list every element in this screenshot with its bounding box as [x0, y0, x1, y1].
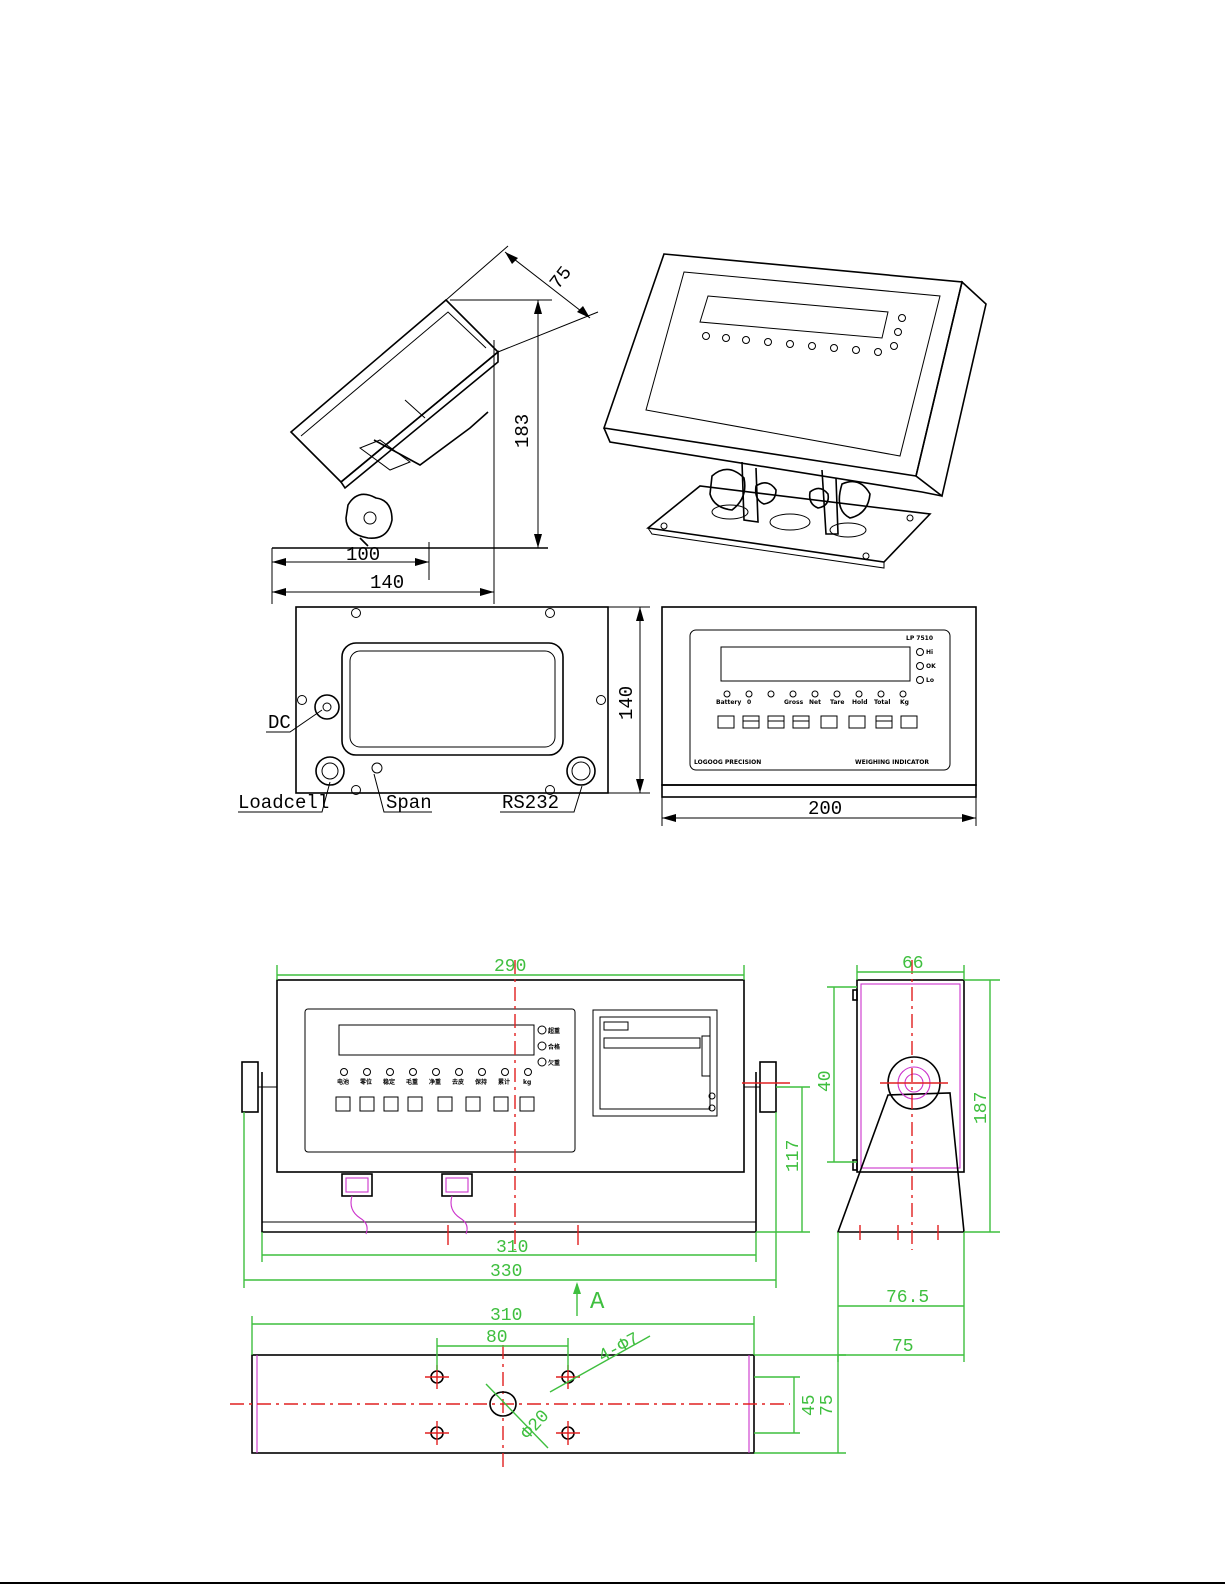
svg-text:Kg: Kg	[900, 699, 909, 706]
svg-text:Tare: Tare	[830, 699, 844, 706]
svg-text:稳定: 稳定	[383, 1078, 395, 1086]
svg-text:Battery: Battery	[716, 699, 741, 706]
side-dim-140: 140	[370, 572, 404, 594]
view-arrow-a: A	[590, 1289, 605, 1316]
front-brand-left: LOGOOG PRECISION	[694, 759, 761, 766]
base-dim-center: Φ20	[518, 1407, 555, 1444]
iso-leds	[703, 315, 906, 356]
svg-text:Hold: Hold	[852, 699, 868, 706]
svg-text:零位: 零位	[359, 1078, 372, 1086]
printer-dim-330: 330	[490, 1262, 522, 1282]
svg-text:Total: Total	[874, 699, 890, 706]
base-dim-holes: 4-Φ7	[595, 1329, 643, 1367]
front-dim-200: 200	[808, 798, 842, 820]
front-brand-right: WEIGHING INDICATOR	[855, 759, 929, 766]
svg-text:Net: Net	[809, 699, 821, 706]
base-dim-75: 75	[818, 1394, 838, 1416]
svg-text:欠重: 欠重	[548, 1059, 560, 1067]
rear-dim-140: 140	[616, 686, 638, 720]
printer-dim-310: 310	[496, 1238, 528, 1258]
svg-text:OK: OK	[926, 663, 936, 670]
label-dc: DC	[268, 712, 291, 734]
printer-front-view: 超重 合格 欠重 电池 零位 稳定 毛重 净重 去皮 保持 累计 kg	[242, 957, 810, 1316]
printer-status-leds: 超重 合格 欠重	[538, 1026, 561, 1067]
svg-text:Hi: Hi	[926, 649, 933, 656]
svg-text:电池: 电池	[337, 1078, 349, 1086]
front-keypad	[718, 716, 917, 728]
svg-text:kg: kg	[523, 1079, 531, 1086]
svg-text:0: 0	[747, 699, 751, 706]
side-dim-100: 100	[346, 544, 380, 566]
base-dim-80: 80	[486, 1328, 508, 1348]
front-model: LP 7510	[906, 635, 933, 642]
label-rs232: RS232	[502, 792, 559, 814]
svg-text:超重: 超重	[547, 1027, 560, 1035]
svg-text:合格: 合格	[548, 1043, 561, 1051]
base-dim-45: 45	[800, 1394, 820, 1416]
side2-dim-765: 76.5	[886, 1288, 929, 1308]
side2-dim-40: 40	[816, 1070, 836, 1092]
front-view: LP 7510 Hi OK Lo Battery 0 Gross Net Tar…	[662, 607, 976, 826]
label-span: Span	[386, 792, 432, 814]
svg-text:Lo: Lo	[926, 677, 934, 684]
printer-keypad	[336, 1097, 534, 1111]
svg-text:毛重: 毛重	[406, 1078, 418, 1086]
printer-dim-290: 290	[494, 957, 526, 977]
side-view: 75 183 100 140	[272, 246, 598, 604]
side2-dim-75: 75	[892, 1337, 914, 1357]
printer-dim-117: 117	[784, 1140, 804, 1172]
printer-indicators: 电池 零位 稳定 毛重 净重 去皮 保持 累计 kg	[337, 1069, 532, 1087]
side2-dim-66: 66	[902, 954, 924, 974]
side-dim-183: 183	[512, 414, 534, 448]
svg-text:Gross: Gross	[784, 699, 804, 706]
base-plan-view: 310 80 4-Φ7 Φ20 45 75	[230, 1306, 846, 1470]
svg-text:净重: 净重	[429, 1078, 441, 1086]
rear-view: DC Loadcell Span RS232 140	[238, 607, 650, 814]
side2-dim-187: 187	[972, 1092, 992, 1124]
printer-side-view: 66 40 187 76.5 75	[816, 954, 1000, 1362]
svg-text:累计: 累计	[498, 1078, 510, 1086]
label-loadcell: Loadcell	[238, 792, 329, 814]
base-dim-310: 310	[490, 1306, 522, 1326]
svg-text:去皮: 去皮	[452, 1078, 464, 1086]
front-indicators: Battery 0 Gross Net Tare Hold Total Kg	[716, 691, 909, 706]
side-dim-75: 75	[545, 262, 576, 294]
svg-text:保持: 保持	[474, 1078, 487, 1086]
front-status-leds: Hi OK Lo	[917, 649, 937, 685]
isometric-view	[604, 254, 986, 568]
